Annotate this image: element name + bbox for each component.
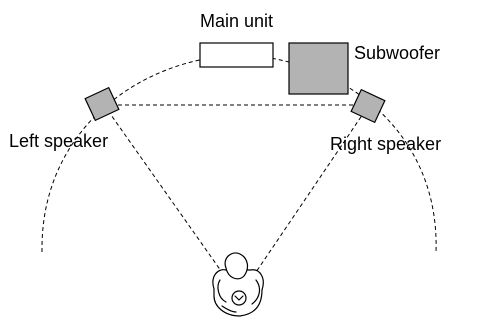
right-listening-line [251,104,370,279]
subwoofer-box [288,42,349,95]
left-speaker-box [84,86,120,122]
subwoofer-label: Subwoofer [354,43,441,63]
left-speaker-label: Left speaker [9,131,109,151]
left-listening-line [103,104,227,279]
main-unit-box [199,42,274,68]
listener-icon [212,252,264,317]
right-speaker-label: Right speaker [330,134,442,154]
main-unit-label: Main unit [200,11,274,31]
right-speaker-box [350,88,386,124]
